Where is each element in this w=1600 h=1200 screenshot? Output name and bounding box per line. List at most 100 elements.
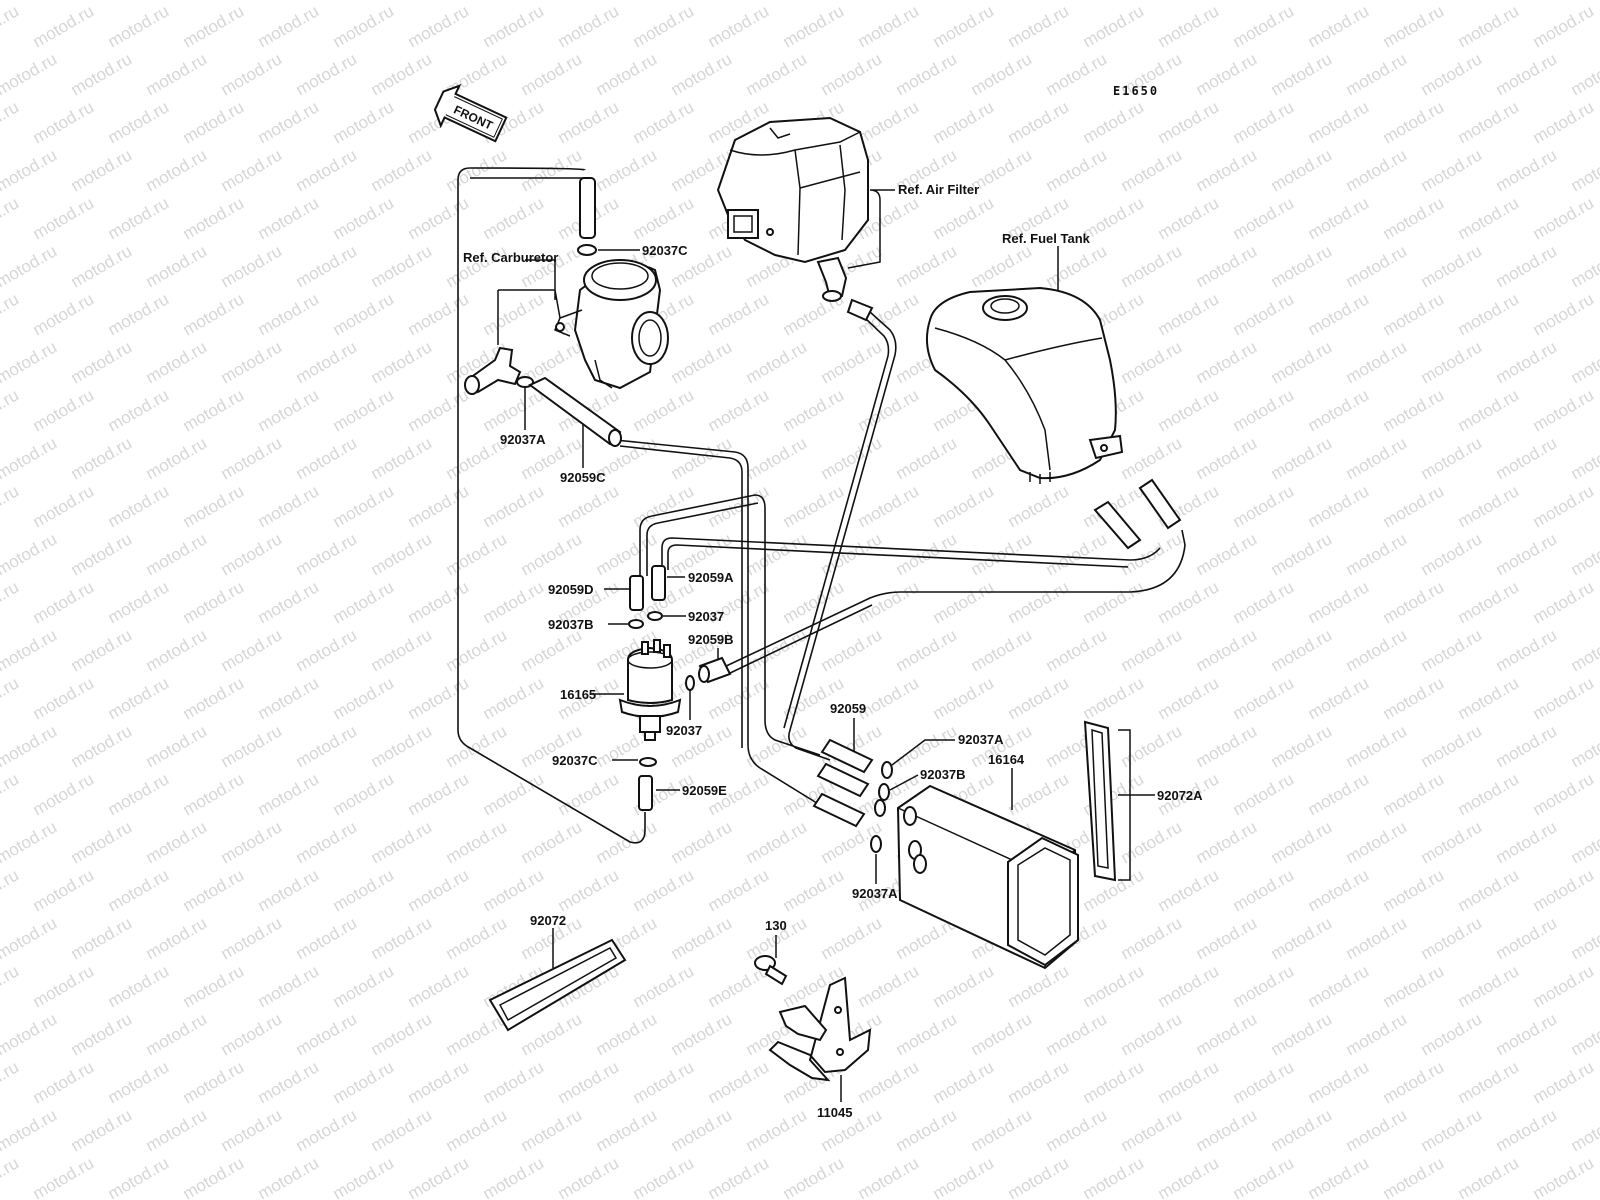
t-fitting (464, 346, 522, 395)
watermark-text: motod.ru (68, 49, 136, 99)
watermark-text: motod.ru (1380, 673, 1448, 723)
watermark-text: motod.ru (1268, 1009, 1336, 1059)
watermark-text: motod.ru (0, 481, 22, 531)
watermark-text: motod.ru (1043, 1009, 1111, 1059)
watermark-text: motod.ru (1568, 721, 1600, 771)
watermark-text: motod.ru (0, 289, 22, 339)
watermark-text: motod.ru (1418, 721, 1486, 771)
watermark-text: motod.ru (255, 673, 323, 723)
watermark-text: motod.ru (1343, 145, 1411, 195)
clamp-92037-lower (685, 675, 695, 691)
watermark-text: motod.ru (405, 481, 473, 531)
watermark-text: motod.ru (0, 865, 22, 915)
watermark-text: motod.ru (893, 49, 961, 99)
watermark-text: motod.ru (1043, 145, 1111, 195)
clamp-92037-upper (647, 611, 663, 621)
watermark-text: motod.ru (518, 625, 586, 675)
watermark-text: motod.ru (1455, 1153, 1523, 1200)
watermark-text: motod.ru (1568, 817, 1600, 867)
watermark-text: motod.ru (1455, 385, 1523, 435)
watermark-text: motod.ru (330, 1057, 398, 1107)
watermark-text: motod.ru (1343, 241, 1411, 291)
air-filter-elbow (816, 256, 874, 322)
watermark-text: motod.ru (293, 529, 361, 579)
watermark-text: motod.ru (1193, 241, 1261, 291)
watermark-text: motod.ru (518, 529, 586, 579)
watermark-text: motod.ru (330, 97, 398, 147)
watermark-text: motod.ru (1305, 1, 1373, 51)
watermark-text: motod.ru (330, 769, 398, 819)
watermark-text: motod.ru (68, 337, 136, 387)
watermark-text: motod.ru (1493, 625, 1561, 675)
watermark-text: motod.ru (1193, 0, 1261, 3)
watermark-text: motod.ru (518, 0, 586, 3)
watermark-text: motod.ru (593, 1105, 661, 1155)
watermark-text: motod.ru (1230, 481, 1298, 531)
watermark-text: motod.ru (68, 433, 136, 483)
watermark-text: motod.ru (30, 1153, 98, 1200)
watermark-text: motod.ru (293, 49, 361, 99)
watermark-text: motod.ru (0, 241, 60, 291)
watermark-text: motod.ru (705, 865, 773, 915)
watermark-text: motod.ru (368, 529, 436, 579)
watermark-text: motod.ru (405, 1153, 473, 1200)
watermark-text: motod.ru (105, 961, 173, 1011)
label-92059E: 92059E (682, 783, 727, 798)
watermark-text: motod.ru (68, 625, 136, 675)
watermark-text: motod.ru (1043, 529, 1111, 579)
watermark-text: motod.ru (443, 0, 511, 3)
watermark-text: motod.ru (1568, 529, 1600, 579)
watermark-text: motod.ru (1080, 961, 1148, 1011)
hose-92059D (629, 575, 644, 611)
watermark-text: motod.ru (1343, 0, 1411, 3)
watermark-text: motod.ru (1230, 1, 1298, 51)
watermark-text: motod.ru (1530, 481, 1598, 531)
watermark-text: motod.ru (1005, 673, 1073, 723)
watermark-text: motod.ru (968, 0, 1036, 3)
watermark-text: motod.ru (968, 49, 1036, 99)
watermark-text: motod.ru (1380, 865, 1448, 915)
watermark-text: motod.ru (480, 769, 548, 819)
watermark-text: motod.ru (255, 385, 323, 435)
watermark-text: motod.ru (443, 625, 511, 675)
watermark-text: motod.ru (180, 1, 248, 51)
watermark-text: motod.ru (893, 1105, 961, 1155)
watermark-text: motod.ru (443, 721, 511, 771)
watermark-text: motod.ru (1193, 913, 1261, 963)
watermark-text: motod.ru (818, 625, 886, 675)
watermark-text: motod.ru (105, 673, 173, 723)
watermark-text: motod.ru (368, 625, 436, 675)
watermark-text: motod.ru (30, 769, 98, 819)
watermark-text: motod.ru (1118, 721, 1186, 771)
watermark-text: motod.ru (0, 721, 60, 771)
watermark-text: motod.ru (1005, 97, 1073, 147)
watermark-text: motod.ru (1230, 865, 1298, 915)
watermark-text: motod.ru (480, 673, 548, 723)
watermark-text: motod.ru (668, 337, 736, 387)
valve-16165 (618, 639, 682, 741)
watermark-text: motod.ru (1418, 337, 1486, 387)
watermark-text: motod.ru (1230, 577, 1298, 627)
watermark-text: motod.ru (30, 97, 98, 147)
watermark-text: motod.ru (293, 0, 361, 3)
watermark-text: motod.ru (930, 481, 998, 531)
watermark-text: motod.ru (1530, 961, 1598, 1011)
watermark-text: motod.ru (1080, 1057, 1148, 1107)
watermark-text: motod.ru (480, 193, 548, 243)
watermark-text: motod.ru (1343, 1105, 1411, 1155)
watermark-text: motod.ru (518, 49, 586, 99)
watermark-text: motod.ru (30, 1, 98, 51)
watermark-text: motod.ru (68, 241, 136, 291)
watermark-text: motod.ru (1568, 913, 1600, 963)
watermark-text: motod.ru (368, 337, 436, 387)
watermark-text: motod.ru (743, 337, 811, 387)
watermark-text: motod.ru (1493, 721, 1561, 771)
watermark-text: motod.ru (443, 145, 511, 195)
watermark-text: motod.ru (293, 625, 361, 675)
watermark-text: motod.ru (1155, 865, 1223, 915)
watermark-text: motod.ru (1268, 721, 1336, 771)
watermark-text: motod.ru (930, 961, 998, 1011)
watermark-text: motod.ru (1305, 865, 1373, 915)
label-92059D: 92059D (548, 582, 594, 597)
watermark-text: motod.ru (68, 913, 136, 963)
